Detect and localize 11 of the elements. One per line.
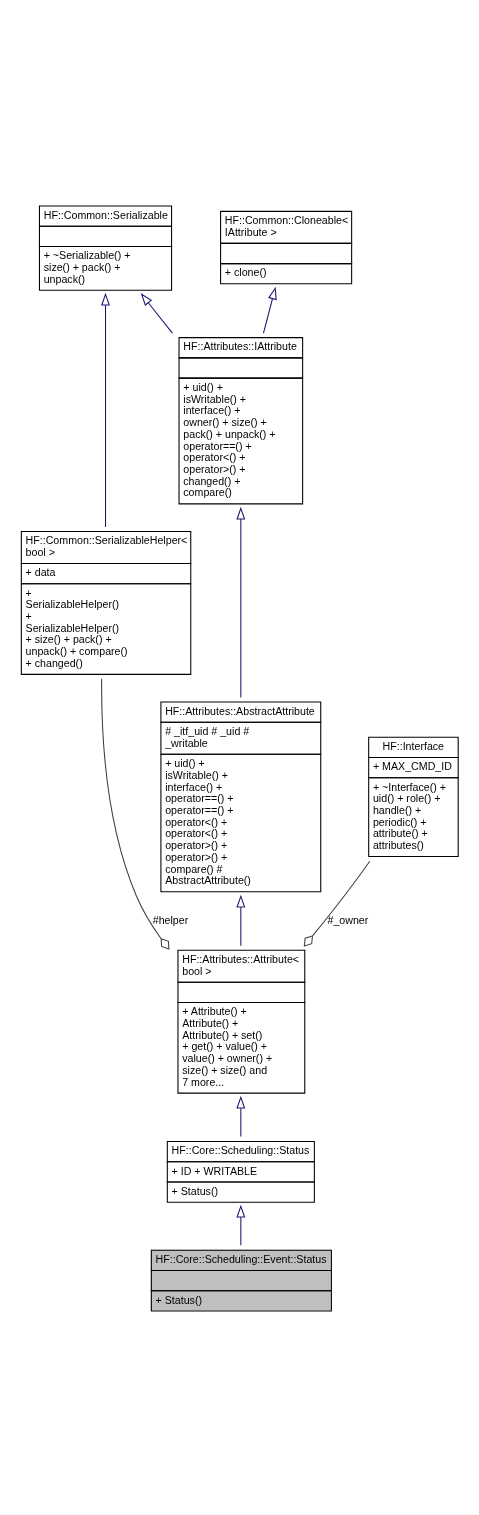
arrow xyxy=(236,894,246,946)
arrow xyxy=(140,292,173,334)
connector xyxy=(303,860,371,947)
edge-label: #_owner xyxy=(327,913,369,926)
edge-label: #helper xyxy=(152,913,189,926)
arrow xyxy=(236,506,246,698)
arrow xyxy=(236,1095,246,1137)
arrow xyxy=(262,286,277,334)
arrow xyxy=(101,292,110,528)
connector xyxy=(101,677,170,950)
arrow xyxy=(236,1204,246,1246)
